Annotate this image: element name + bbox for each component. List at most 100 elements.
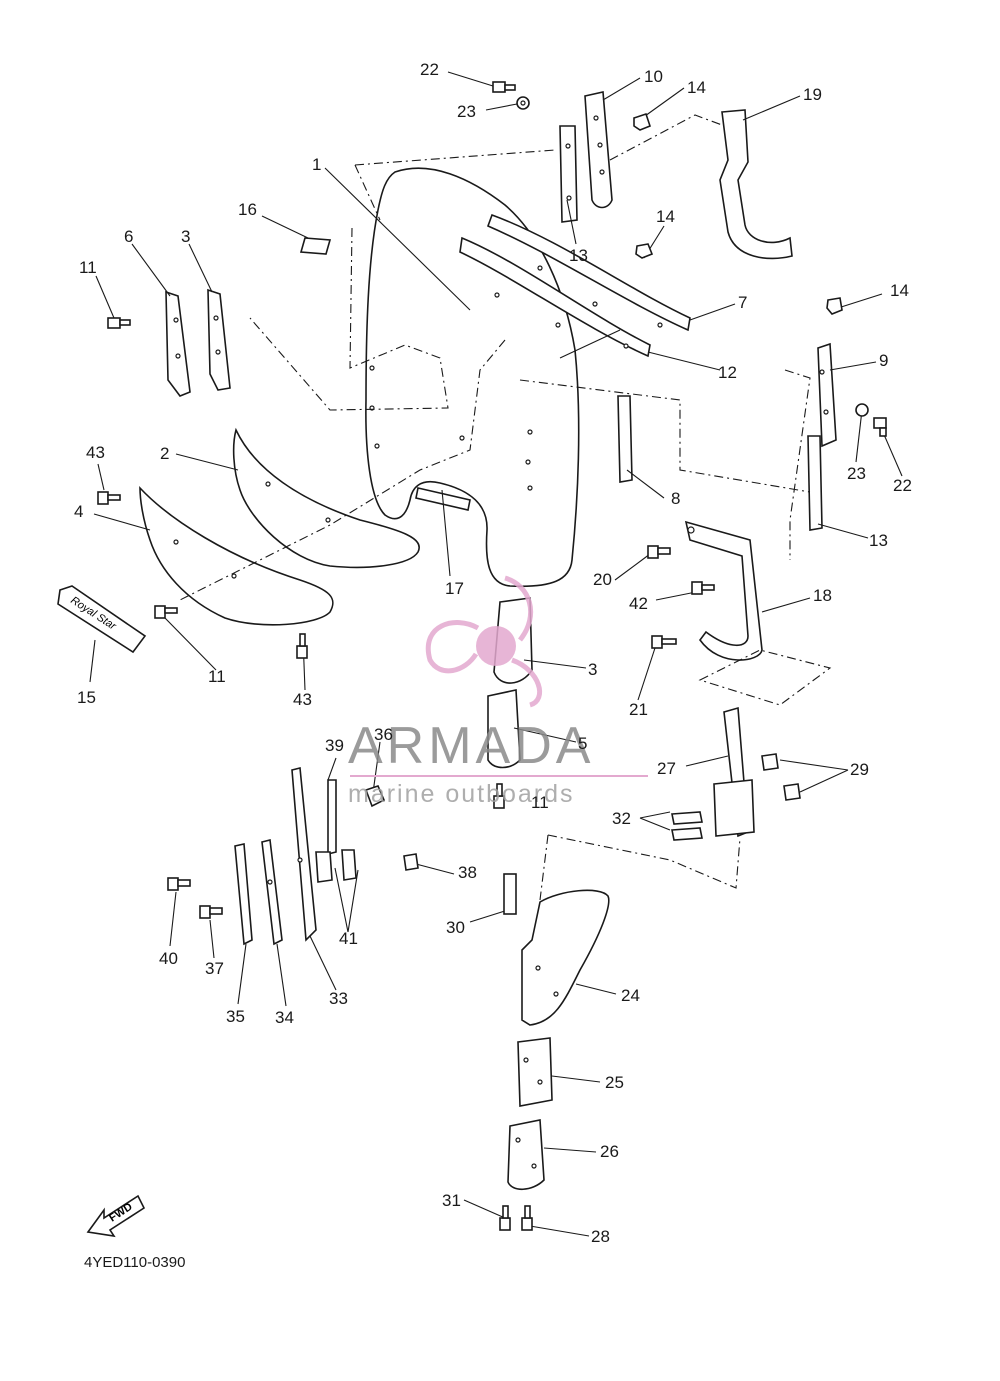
callout-39: 39 [325,736,344,755]
callout-16: 16 [238,200,257,219]
bolt-40 [167,877,191,891]
watermark-divider [350,775,648,777]
callout-29: 29 [850,760,869,779]
bolt-20 [647,545,671,559]
upper-trim-strips [459,213,691,358]
callout-41: 41 [339,929,358,948]
callout-6: 6 [124,227,134,246]
nut-14-right [826,297,843,315]
lower-right-panels [507,889,610,1191]
callout-34: 34 [275,1008,294,1027]
callout-23: 23 [847,464,866,483]
bolt-22-right [873,417,887,437]
callout-24: 24 [621,986,640,1005]
callout-20: 20 [593,570,612,589]
callout-5: 5 [578,734,588,753]
callout-42: 42 [629,594,648,613]
callout-11: 11 [208,667,226,686]
callout-36: 36 [374,725,393,744]
left-side-panels [165,288,231,397]
windshield [365,167,580,588]
bolt-11-lower [154,605,178,619]
bolt-11-left [107,317,131,329]
nut-29a [761,753,779,771]
bolt-42 [691,581,715,595]
bolt-28 [521,1205,533,1231]
side-bracket [617,395,633,483]
callout-1: 1 [312,155,322,174]
nut-14-upper [633,112,651,131]
callout-40: 40 [159,949,178,968]
mirror-stay [719,109,793,260]
nut-38 [403,853,419,871]
callout-14: 14 [656,207,675,226]
bolt-21 [651,635,677,649]
clip-36 [364,785,386,808]
bracket-41 [315,849,357,883]
callout-27: 27 [657,759,676,778]
lower-deflectors [139,427,420,626]
assembly-lines [179,114,832,901]
callout-26: 26 [600,1142,619,1161]
forward-arrow: FWD [86,1194,146,1238]
callout-14: 14 [890,281,909,300]
nut-14-mid [635,243,654,259]
fasteners [97,81,887,1231]
diagram-code: 4YED110-0390 [84,1254,186,1271]
callout-15: 15 [77,688,96,707]
royal-star-badge: Royal Star [57,585,147,654]
callout-31: 31 [442,1191,461,1210]
callout-32: 32 [612,809,631,828]
watermark-title: ARMADA [348,717,595,775]
callout-25: 25 [605,1073,624,1092]
support-rod [671,706,755,841]
bolt-43-lower [296,633,308,659]
leader-lines [89,71,903,1237]
bolt-22-upper [492,81,516,93]
callout-11: 11 [79,258,97,277]
callout-37: 37 [205,959,224,978]
callout-35: 35 [226,1007,245,1026]
callout-19: 19 [803,85,822,104]
callout-11: 11 [531,793,549,812]
callout-28: 28 [591,1227,610,1246]
callout-3: 3 [588,660,598,679]
callout-9: 9 [879,351,889,370]
left-lower-panels [234,766,337,946]
callout-4: 4 [74,502,84,521]
callout-21: 21 [629,700,648,719]
bolt-11-center [493,783,505,809]
watermark-subtitle: marine outboards [348,780,575,808]
nut-29b [783,783,801,801]
callout-18: 18 [813,586,832,605]
clip-30 [503,873,517,915]
upper-brackets [559,91,613,223]
callout-2: 2 [160,444,170,463]
callout-23: 23 [457,102,476,121]
callout-8: 8 [671,489,681,508]
callout-3: 3 [181,227,191,246]
callout-30: 30 [446,918,465,937]
washer-23-right [855,403,869,417]
callout-10: 10 [644,67,663,86]
callout-22: 22 [420,60,439,79]
washer-23-upper [516,96,530,110]
callout-38: 38 [458,863,477,882]
caution-label [299,237,332,255]
callout-13: 13 [569,246,588,265]
bolt-31 [499,1205,511,1231]
callout-12: 12 [718,363,737,382]
bolt-37 [199,905,223,919]
callout-43: 43 [86,443,105,462]
callout-33: 33 [329,989,348,1008]
bolt-43-upper [97,491,121,505]
callout-13: 13 [869,531,888,550]
callout-17: 17 [445,579,464,598]
propeller-logo [425,575,543,708]
callout-22: 22 [893,476,912,495]
callout-7: 7 [738,293,748,312]
right-brackets [684,342,837,661]
callout-43: 43 [293,690,312,709]
callout-14: 14 [687,78,706,97]
